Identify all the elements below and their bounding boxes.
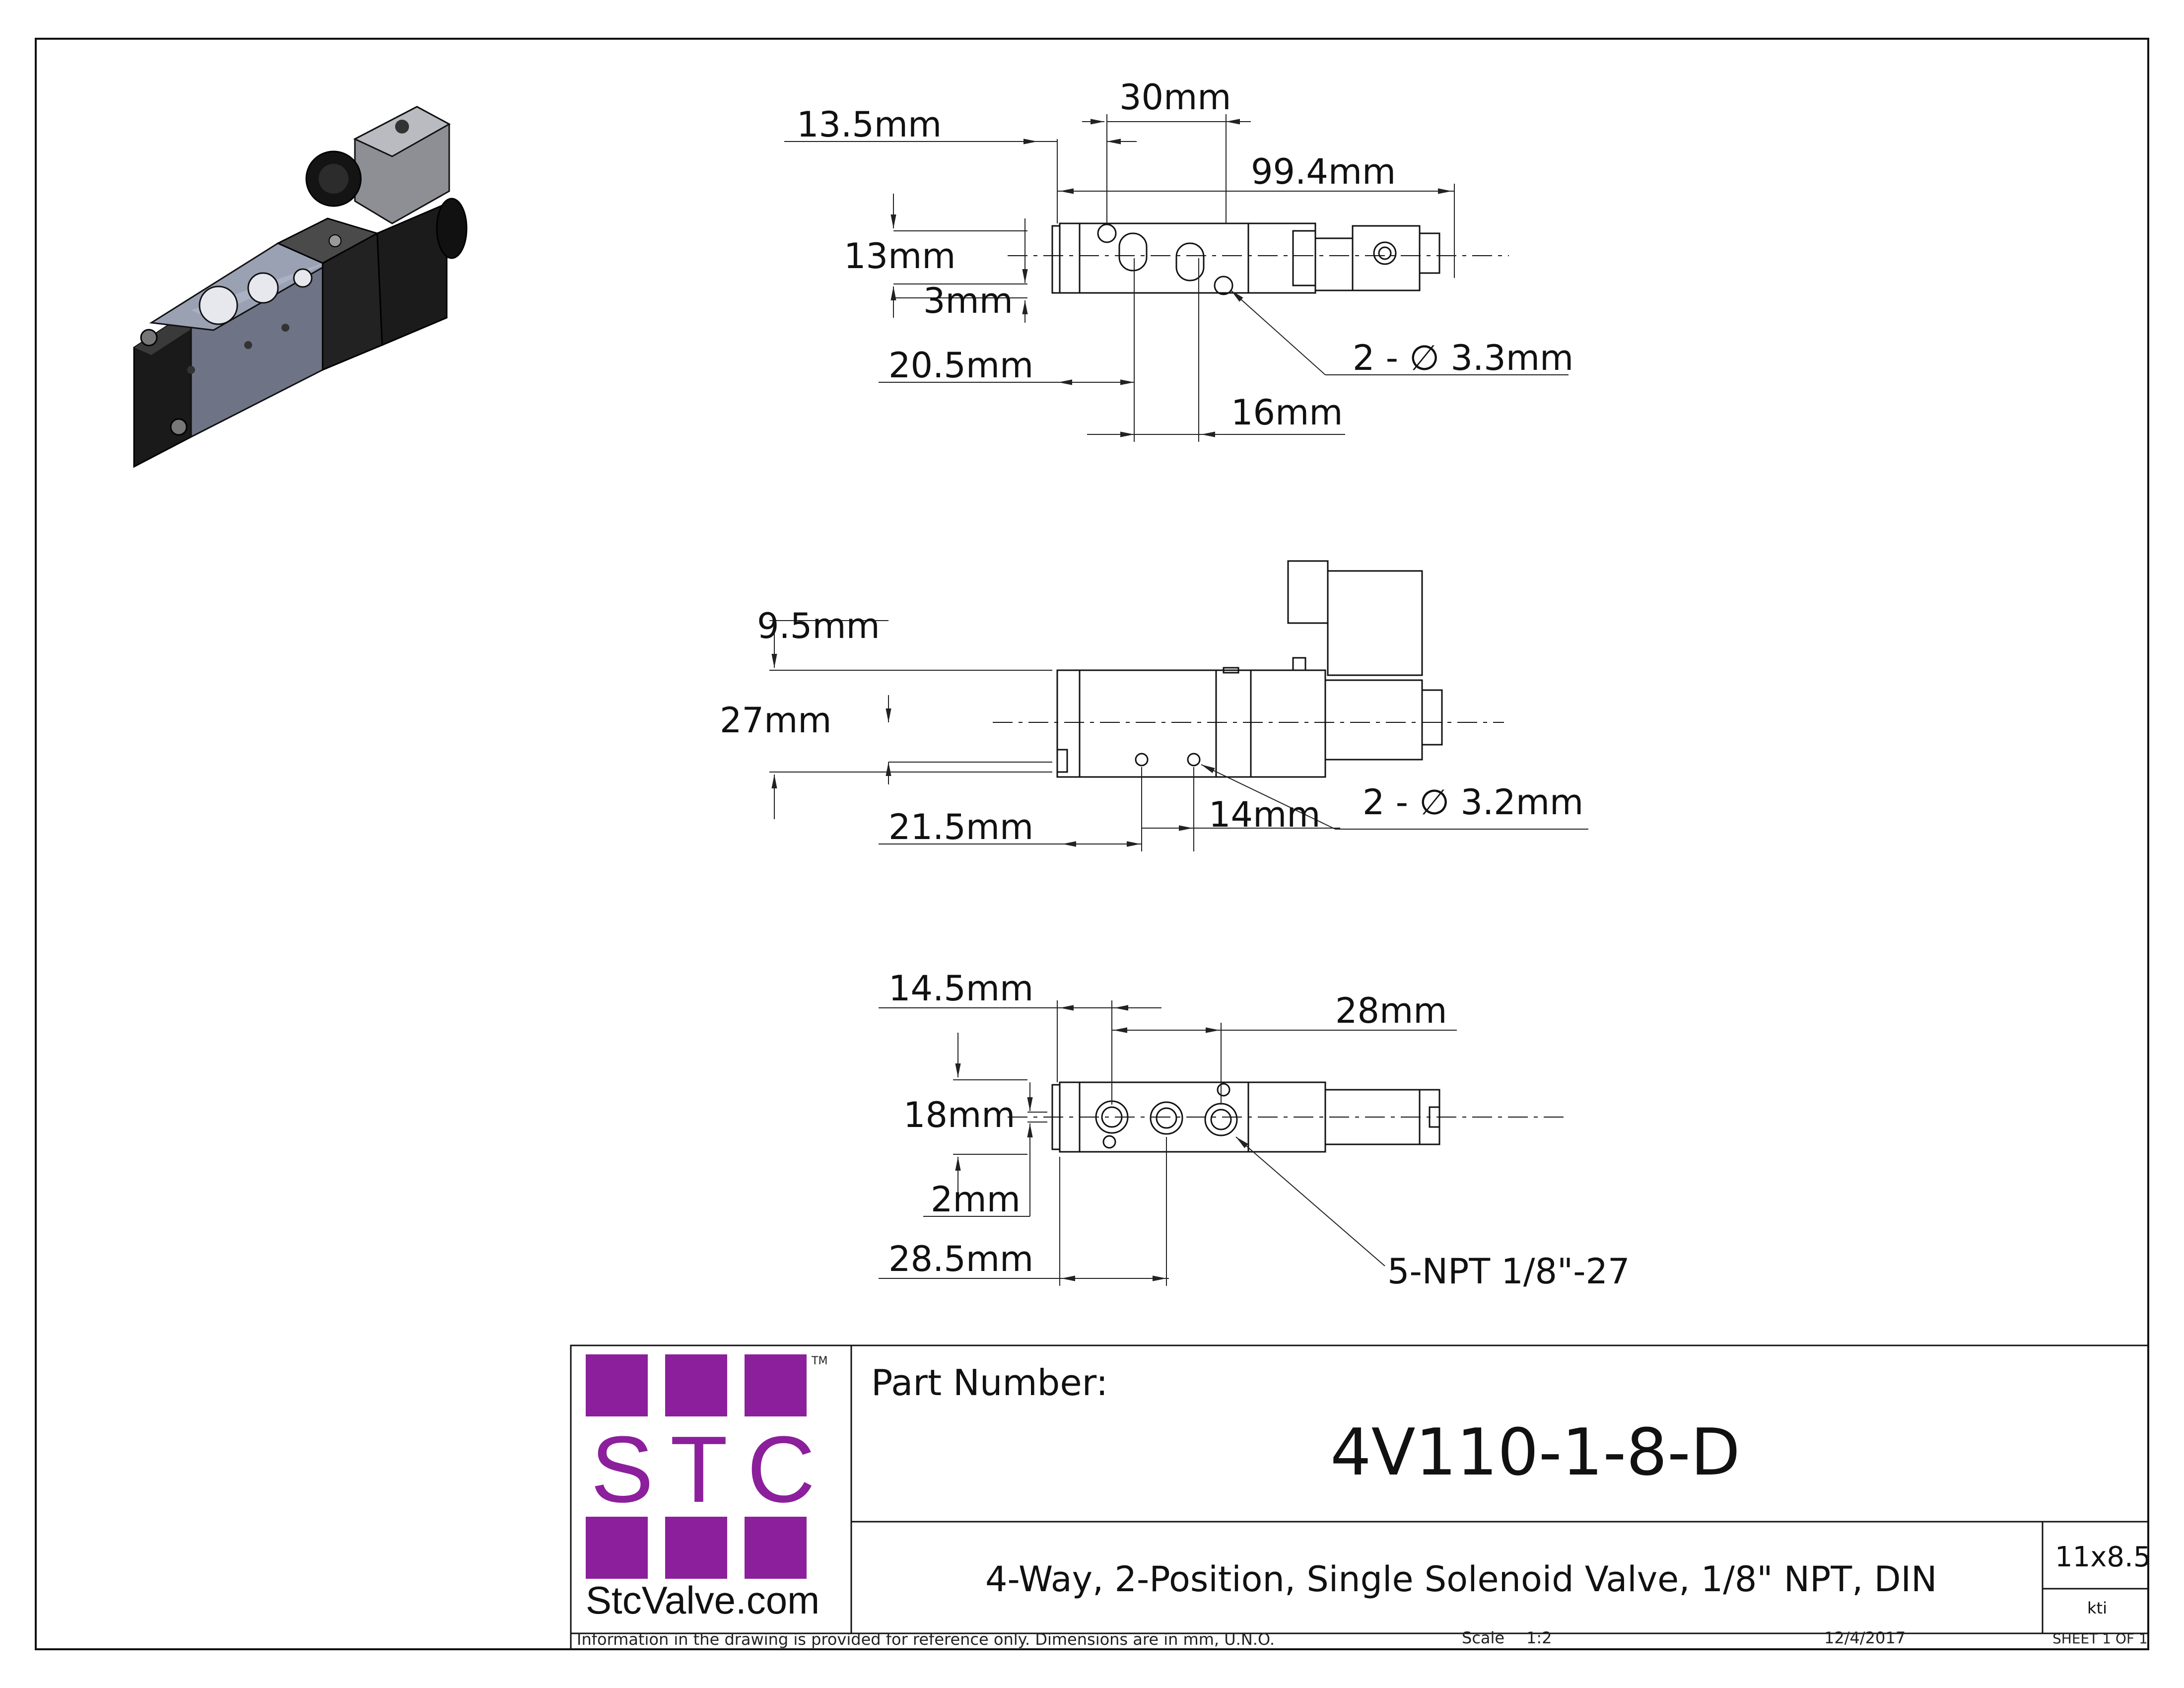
valve-iso-view (133, 106, 468, 468)
dim-3: 3mm (923, 281, 1013, 321)
scale-label: Scale (1462, 1628, 1504, 1647)
logo-letter-c: C (747, 1417, 815, 1522)
dim-28: 28mm (1335, 990, 1447, 1031)
stc-logo: S T C TM StcValve.com (586, 1354, 827, 1622)
dim-2: 2mm (931, 1179, 1021, 1220)
dim-13: 13mm (844, 236, 956, 277)
drawn-by: kti (2087, 1599, 2107, 1618)
valve-bottom-view (1008, 1081, 1564, 1153)
logo-website: StcValve.com (586, 1578, 819, 1622)
logo-square-bottom-1 (586, 1517, 648, 1579)
dim-99-4: 99.4mm (1251, 151, 1396, 192)
dim-hole-3-2: 2 - ∅ 3.2mm (1363, 782, 1583, 823)
logo-square-top-2 (665, 1354, 727, 1416)
dim-20-5: 20.5mm (888, 345, 1033, 386)
dim-14: 14mm (1209, 794, 1320, 835)
logo-letter-t: T (670, 1417, 728, 1522)
part-description: 4-Way, 2-Position, Single Solenoid Valve… (985, 1559, 1937, 1600)
dim-13-5: 13.5mm (797, 104, 942, 145)
drawing-date: 12/4/2017 (1824, 1628, 1906, 1647)
front-view-dimensions (769, 620, 1588, 851)
info-note: Information in the drawing is provided f… (577, 1630, 1275, 1649)
dim-hole-3-3: 2 - ∅ 3.3mm (1353, 338, 1573, 378)
logo-square-top-1 (586, 1354, 648, 1416)
dim-9-5: 9.5mm (757, 606, 880, 646)
dim-14-5: 14.5mm (888, 968, 1033, 1009)
valve-front-view (993, 560, 1504, 778)
part-number: 4V110-1-8-D (1330, 1414, 1740, 1490)
sheet-number: SHEET 1 OF 1 (2052, 1630, 2148, 1647)
valve-top-view (1008, 222, 1509, 295)
dim-18: 18mm (903, 1095, 1015, 1135)
title-block (570, 1344, 2149, 1650)
logo-trademark: TM (811, 1355, 827, 1367)
logo-square-top-3 (745, 1354, 807, 1416)
logo-letter-s: S (591, 1417, 654, 1522)
logo-square-bottom-3 (745, 1517, 807, 1579)
bottom-view-dimensions (879, 1000, 1457, 1286)
dim-27: 27mm (720, 700, 831, 741)
npt-callout: 5-NPT 1/8"-27 (1387, 1251, 1630, 1292)
dim-30: 30mm (1119, 77, 1231, 118)
dim-16: 16mm (1231, 392, 1343, 433)
dim-21-5: 21.5mm (888, 807, 1033, 847)
dim-28-5: 28.5mm (888, 1239, 1033, 1279)
top-view-dimensions (784, 114, 1569, 442)
part-number-label: Part Number: (871, 1362, 1108, 1404)
sheet-size: 11x8.5 (2055, 1541, 2151, 1573)
scale-value: 1:2 (1526, 1628, 1552, 1647)
logo-square-bottom-2 (665, 1517, 727, 1579)
